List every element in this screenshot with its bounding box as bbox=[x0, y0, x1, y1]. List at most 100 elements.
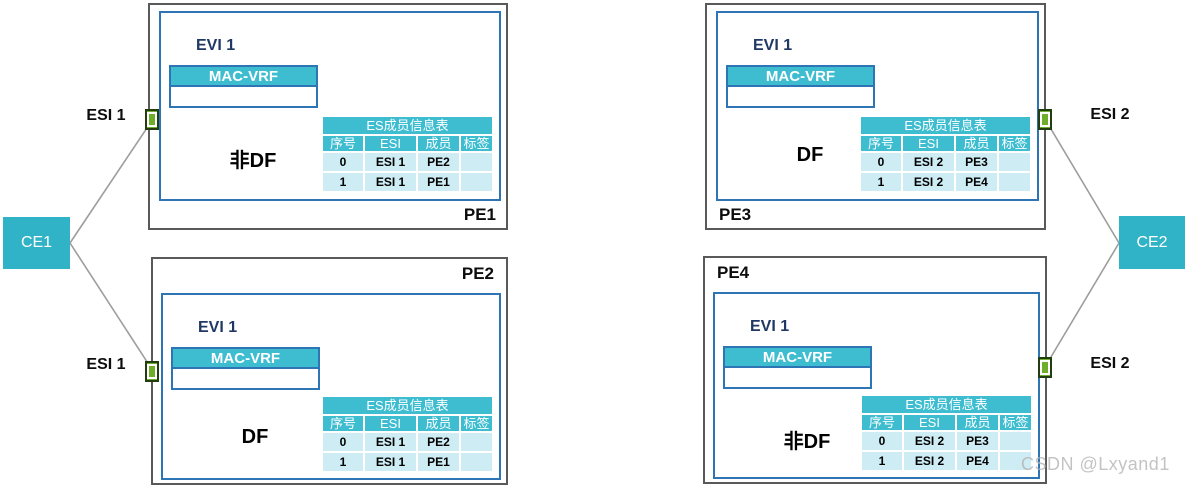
es-table-col-header: ESI bbox=[903, 136, 954, 151]
es-table-cell: ESI 2 bbox=[904, 432, 955, 450]
es-table-cell: 1 bbox=[862, 452, 902, 470]
ethernet-port-icon bbox=[145, 361, 159, 382]
df-status: DF bbox=[796, 144, 824, 166]
es-table-col-header: 标签 bbox=[461, 136, 492, 151]
es-table-cell: PE1 bbox=[418, 173, 459, 191]
pe3-evi-instance: EVI 1 MAC-VRF DF ES成员信息表 序号 ESI 成员 标签 0 … bbox=[716, 11, 1039, 201]
mac-vrf-box: MAC-VRF bbox=[171, 347, 320, 390]
es-member-table: ES成员信息表 序号 ESI 成员 标签 0 ESI 2 PE3 1 ESI 2… bbox=[861, 117, 1030, 191]
mac-vrf-header: MAC-VRF bbox=[725, 348, 870, 368]
pe2-evi-instance: EVI 1 MAC-VRF DF ES成员信息表 序号 ESI 成员 标签 0 … bbox=[161, 293, 501, 480]
mac-vrf-body bbox=[725, 368, 870, 387]
es-table-col-header: 标签 bbox=[1000, 415, 1031, 430]
pe1-label: PE1 bbox=[463, 205, 496, 224]
ethernet-port-icon bbox=[1038, 357, 1052, 378]
es-member-table: ES成员信息表 序号 ESI 成员 标签 0 ESI 1 PE2 1 ESI 1… bbox=[323, 397, 492, 471]
es-table-col-header: 标签 bbox=[999, 136, 1030, 151]
es-member-table: ES成员信息表 序号 ESI 成员 标签 0 ESI 1 PE2 1 ESI 1… bbox=[323, 117, 492, 191]
es-table-col-header: ESI bbox=[365, 416, 416, 431]
mac-vrf-box: MAC-VRF bbox=[726, 65, 875, 108]
evi-title: EVI 1 bbox=[196, 37, 236, 54]
link-ce2-pe3 bbox=[1044, 118, 1120, 244]
ethernet-port-icon bbox=[1038, 109, 1052, 130]
es-table-cell: 0 bbox=[862, 432, 902, 450]
es-table-cell bbox=[461, 173, 492, 191]
es-table-cell bbox=[461, 453, 492, 471]
es-table-cell bbox=[1000, 452, 1031, 470]
es-table-cell: ESI 2 bbox=[903, 153, 954, 171]
es-table-cell: PE2 bbox=[418, 153, 459, 171]
pe1-evi-instance: EVI 1 MAC-VRF 非DF ES成员信息表 序号 ESI 成员 标签 0… bbox=[159, 11, 501, 201]
es-table-col-header: 成员 bbox=[418, 136, 459, 151]
pe4-box: PE4 EVI 1 MAC-VRF 非DF ES成员信息表 序号 ESI 成员 … bbox=[703, 256, 1047, 484]
es-table-cell: ESI 1 bbox=[365, 153, 416, 171]
es-table-cell: ESI 1 bbox=[365, 433, 416, 451]
mac-vrf-body bbox=[728, 87, 873, 106]
es-table-col-header: 成员 bbox=[418, 416, 459, 431]
pe2-box: PE2 EVI 1 MAC-VRF DF ES成员信息表 序号 ESI 成员 标… bbox=[151, 257, 508, 485]
ethernet-port-icon bbox=[145, 109, 159, 130]
df-status: 非DF bbox=[783, 431, 831, 453]
esi1-label-bottom: ESI 1 bbox=[86, 356, 126, 373]
mac-vrf-header: MAC-VRF bbox=[728, 67, 873, 87]
pe1-box: PE1 EVI 1 MAC-VRF 非DF ES成员信息表 序号 ESI 成员 … bbox=[148, 3, 508, 230]
mac-vrf-header: MAC-VRF bbox=[171, 67, 316, 87]
es-table-cell: ESI 1 bbox=[365, 173, 416, 191]
mac-vrf-body bbox=[171, 87, 316, 106]
mac-vrf-box: MAC-VRF bbox=[169, 65, 318, 108]
es-table-cell: PE1 bbox=[418, 453, 459, 471]
es-table-cell bbox=[999, 153, 1030, 171]
evi-title: EVI 1 bbox=[198, 319, 238, 336]
pe2-label: PE2 bbox=[461, 264, 494, 283]
es-table-col-header: ESI bbox=[365, 136, 416, 151]
es-table-cell: PE3 bbox=[957, 432, 998, 450]
es-table-title: ES成员信息表 bbox=[861, 117, 1030, 134]
esi2-label-top: ESI 2 bbox=[1090, 106, 1130, 123]
link-ce1-pe2 bbox=[69, 242, 154, 372]
mac-vrf-box: MAC-VRF bbox=[723, 346, 872, 389]
link-ce1-pe1 bbox=[69, 118, 154, 244]
pe4-evi-instance: EVI 1 MAC-VRF 非DF ES成员信息表 序号 ESI 成员 标签 0… bbox=[713, 292, 1040, 479]
es-table-cell: 1 bbox=[861, 173, 901, 191]
es-table-cell: PE4 bbox=[957, 452, 998, 470]
df-status: DF bbox=[241, 426, 269, 448]
es-table-cell bbox=[461, 153, 492, 171]
es-table-col-header: 序号 bbox=[861, 136, 901, 151]
df-status: 非DF bbox=[229, 150, 277, 172]
pe3-box: PE3 EVI 1 MAC-VRF DF ES成员信息表 序号 ESI 成员 标… bbox=[705, 3, 1046, 230]
es-table-cell: ESI 2 bbox=[903, 173, 954, 191]
es-table-col-header: 序号 bbox=[323, 136, 363, 151]
evi-title: EVI 1 bbox=[750, 318, 790, 335]
es-table-cell: PE2 bbox=[418, 433, 459, 451]
esi2-label-bottom: ESI 2 bbox=[1090, 355, 1130, 372]
es-table-col-header: 成员 bbox=[957, 415, 998, 430]
es-table-cell bbox=[461, 433, 492, 451]
es-table-title: ES成员信息表 bbox=[862, 396, 1031, 413]
ce1-node: CE1 bbox=[3, 217, 70, 269]
es-table-cell: ESI 2 bbox=[904, 452, 955, 470]
mac-vrf-header: MAC-VRF bbox=[173, 349, 318, 369]
es-table-title: ES成员信息表 bbox=[323, 397, 492, 414]
evi-title: EVI 1 bbox=[753, 37, 793, 54]
es-table-cell: PE4 bbox=[956, 173, 997, 191]
es-table-cell: 1 bbox=[323, 453, 363, 471]
es-member-table: ES成员信息表 序号 ESI 成员 标签 0 ESI 2 PE3 1 ESI 2… bbox=[862, 396, 1031, 470]
es-table-cell: PE3 bbox=[956, 153, 997, 171]
mac-vrf-body bbox=[173, 369, 318, 388]
es-table-cell: 1 bbox=[323, 173, 363, 191]
es-table-cell: ESI 1 bbox=[365, 453, 416, 471]
es-table-title: ES成员信息表 bbox=[323, 117, 492, 134]
csdn-watermark: CSDN @Lxyand1 bbox=[1021, 454, 1170, 474]
es-table-cell bbox=[1000, 432, 1031, 450]
es-table-cell bbox=[999, 173, 1030, 191]
es-table-col-header: 成员 bbox=[956, 136, 997, 151]
pe4-label: PE4 bbox=[717, 263, 750, 282]
esi1-label-top: ESI 1 bbox=[86, 107, 126, 124]
es-table-cell: 0 bbox=[861, 153, 901, 171]
es-table-cell: 0 bbox=[323, 433, 363, 451]
es-table-col-header: 序号 bbox=[323, 416, 363, 431]
es-table-col-header: 标签 bbox=[461, 416, 492, 431]
ce2-node: CE2 bbox=[1119, 216, 1185, 269]
